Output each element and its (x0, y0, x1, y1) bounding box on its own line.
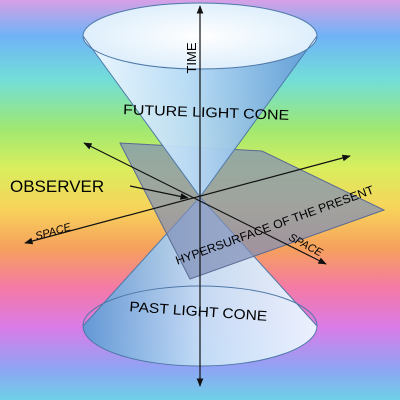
future-light-cone-label: FUTURE LIGHT CONE (123, 101, 289, 123)
time-label: TIME (184, 42, 199, 73)
observer-pointer (129, 185, 189, 200)
axes (24, 5, 351, 387)
observer-label: OBSERVER (10, 177, 104, 196)
